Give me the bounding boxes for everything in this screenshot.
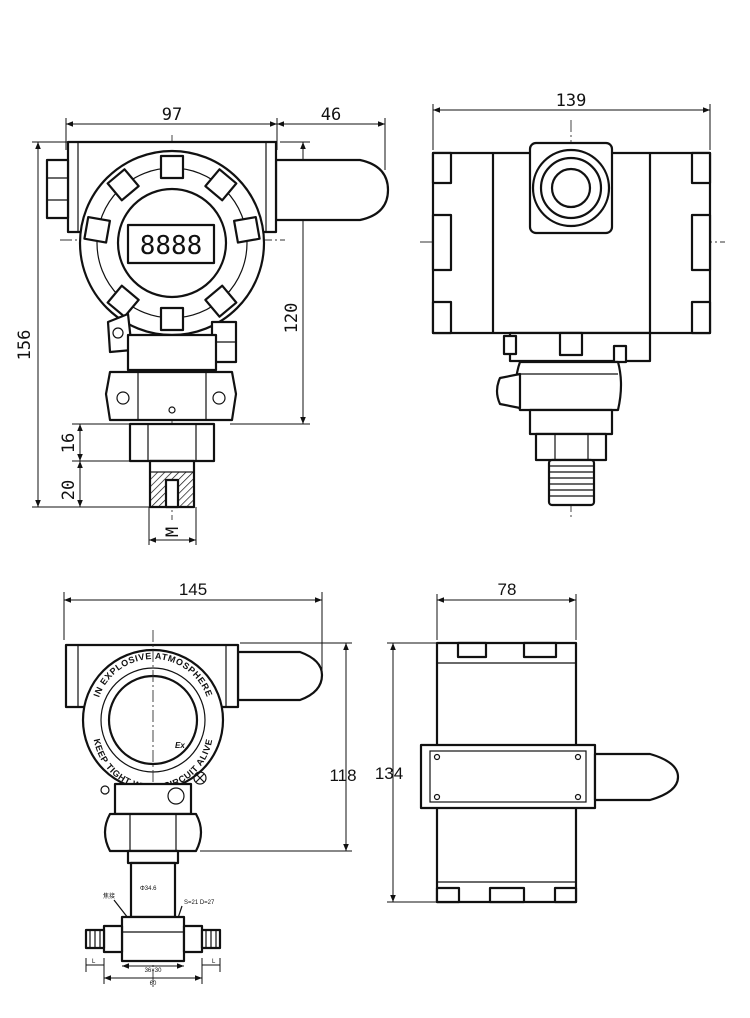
bottom-left-dimensions: 145 118 [63,580,357,852]
label-fitting-note: 焦接 [103,892,115,900]
bottom-right-dimensions: 78 134 [375,580,577,903]
front-dimensions: 97 46 156 120 16 20 M [15,105,386,545]
ex-mark: Ex [175,741,185,750]
dim-bottom-right-height: 134 [375,764,403,783]
dim-front-thread-label: M [163,527,183,537]
dim-front-thread: 20 [59,480,79,500]
label-thread-left: L [92,959,96,965]
label-pipe-diameter: Φ34.6 [140,886,157,892]
dim-front-height-body: 120 [282,303,302,334]
dim-front-height-total: 156 [15,330,35,361]
dim-front-antenna: 46 [321,105,341,125]
label-flange-size: 36×30 [145,968,163,974]
dim-bottom-left-width: 145 [179,580,207,599]
lcd-display [126,223,216,265]
label-base-width: 60 [150,981,157,987]
lcd-digits: 8888 [140,231,203,261]
label-hex-spec: S=21 D=27 [184,900,215,906]
differential-front-view: 145 118 IN EXPLOSIVE ATMOSPHERE KEEP TIG… [63,580,357,990]
dim-bottom-left-height: 118 [329,766,356,785]
dim-front-width: 97 [162,105,182,125]
label-thread-right: L [212,959,216,965]
differential-side-view: 78 134 [375,580,680,904]
dim-side-width: 139 [556,91,587,111]
side-view: 139 [420,91,725,520]
dim-bottom-right-width: 78 [498,580,517,599]
side-dimensions: 139 [432,91,711,150]
front-view: 97 46 156 120 16 20 M [15,105,390,545]
dim-front-hex: 16 [59,433,79,453]
